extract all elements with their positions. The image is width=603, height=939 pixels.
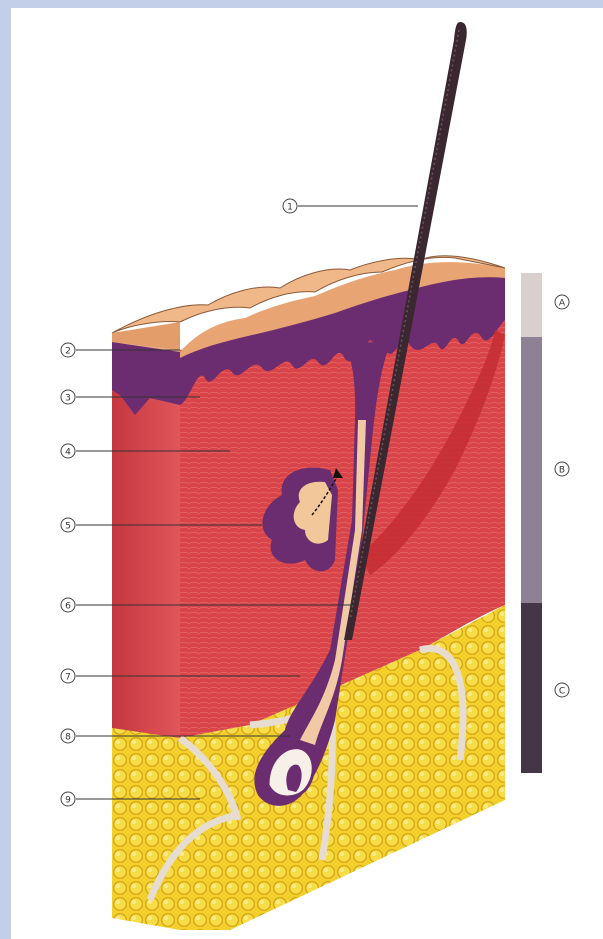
- callout-6-label: 6: [65, 602, 71, 612]
- front-face-fat: [112, 725, 180, 930]
- callout-7-label: 7: [65, 673, 71, 683]
- callout-3-label: 3: [65, 394, 71, 404]
- layer-bar-C: [521, 603, 542, 773]
- layer-label-B: B: [559, 466, 565, 476]
- callout-1-label: 1: [287, 203, 293, 213]
- callout-2-label: 2: [65, 347, 71, 357]
- callout-4-label: 4: [65, 448, 71, 458]
- layer-label-C: C: [559, 687, 565, 697]
- callout-5-label: 5: [65, 522, 71, 532]
- callout-8-label: 8: [65, 733, 71, 743]
- front-face-dermis: [112, 385, 180, 738]
- layer-label-A: A: [559, 299, 566, 309]
- callout-9-label: 9: [65, 796, 71, 806]
- layer-bar-A: [521, 273, 542, 337]
- layer-bar-B: [521, 337, 542, 603]
